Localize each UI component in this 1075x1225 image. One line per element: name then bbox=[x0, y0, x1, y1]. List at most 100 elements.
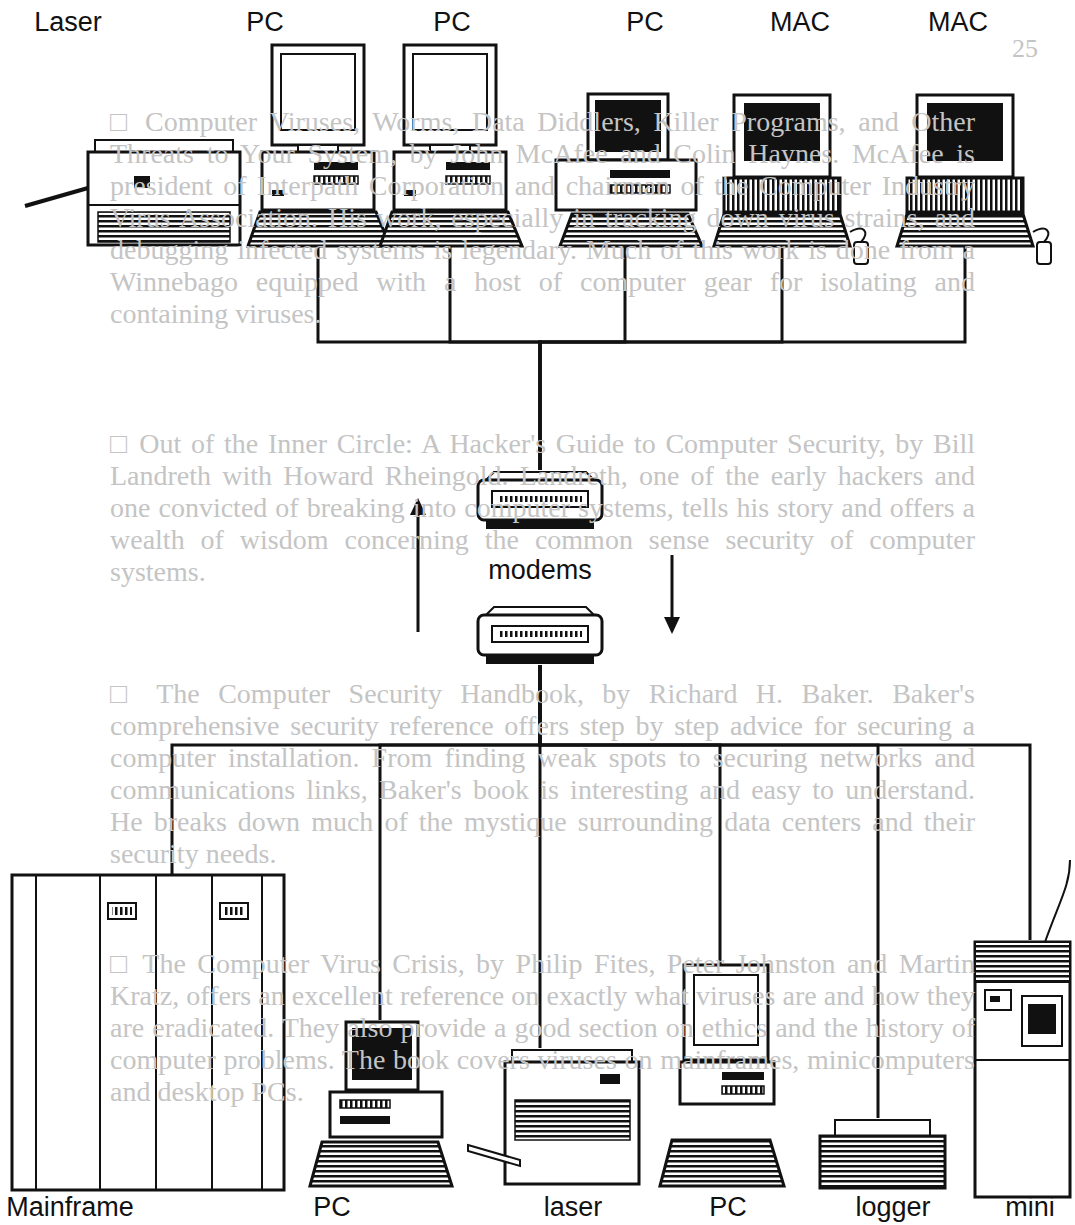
pc-icon bbox=[310, 1022, 452, 1186]
network-cable bbox=[540, 665, 878, 1118]
device-label: PC bbox=[246, 8, 284, 37]
pc-icon-part bbox=[684, 965, 768, 1060]
network-cable bbox=[540, 665, 720, 965]
mainframe-icon-part bbox=[211, 875, 213, 1190]
mainframe-icon-part bbox=[35, 875, 37, 1190]
mainframe-icon-part bbox=[224, 907, 244, 915]
pc-icon-part bbox=[722, 1086, 764, 1094]
device-label: MAC bbox=[770, 8, 830, 37]
modem-pair: modems bbox=[400, 470, 690, 665]
mac-icon bbox=[714, 95, 868, 264]
pc-station: PC bbox=[655, 965, 787, 1222]
modem-arrows-part bbox=[417, 512, 420, 632]
pc-icon-part bbox=[588, 94, 668, 160]
device-label: Mainframe bbox=[6, 1193, 134, 1222]
pc-icon-part bbox=[722, 1072, 764, 1080]
pc-icon-part bbox=[660, 1140, 784, 1186]
pc-icon-part bbox=[340, 1116, 390, 1124]
network-cable bbox=[540, 245, 965, 470]
pc-icon-part bbox=[340, 1100, 390, 1108]
pc-icon-part bbox=[556, 160, 696, 210]
mac-station: MAC bbox=[712, 5, 877, 245]
pc-station: PC bbox=[550, 5, 705, 245]
pc-icon-part bbox=[310, 1142, 452, 1186]
device-label: Laser bbox=[34, 8, 102, 37]
laser-printer-top-part bbox=[98, 212, 230, 242]
laser-printer-top-part bbox=[25, 188, 88, 206]
pc-station: PC bbox=[245, 5, 400, 245]
page-number: 25 bbox=[1012, 33, 1068, 65]
minicomputer-icon bbox=[975, 860, 1070, 1197]
laser-printer: laser bbox=[466, 1048, 644, 1222]
modem-arrows bbox=[410, 498, 680, 634]
network-cable bbox=[540, 665, 1030, 940]
minicomputer-icon-part bbox=[1045, 860, 1070, 942]
faint-paragraph: □ The Computer Security Handbook, by Ric… bbox=[110, 678, 975, 870]
pc-icon bbox=[556, 94, 702, 246]
pc-icon-part bbox=[595, 100, 661, 152]
laser-printer-top bbox=[25, 140, 240, 245]
pc-icon-part bbox=[330, 1092, 442, 1137]
pc-icon bbox=[248, 45, 390, 246]
pc-icon-part bbox=[560, 214, 702, 246]
device-label: PC bbox=[709, 1193, 747, 1222]
mainframe-icon-part bbox=[108, 903, 136, 919]
mainframe-icon-part bbox=[261, 875, 263, 1190]
pc-icon-part bbox=[352, 1028, 412, 1080]
minicomputer-icon-part bbox=[1028, 1004, 1056, 1034]
mainframe-icon-part bbox=[12, 875, 284, 1190]
modem-arrows-part bbox=[671, 555, 674, 620]
laser-printer-bottom-part bbox=[505, 1062, 639, 1184]
device-label: mini bbox=[1005, 1193, 1055, 1222]
pc-icon-part bbox=[694, 975, 758, 1045]
modem-arrows-part bbox=[664, 617, 680, 634]
laser-printer-top-part bbox=[134, 176, 150, 188]
device-label: PC bbox=[433, 8, 471, 37]
network-cable bbox=[172, 665, 540, 875]
pc-icon-part bbox=[680, 1062, 774, 1104]
modem-icon bbox=[478, 607, 602, 664]
modem-arrows-part bbox=[410, 498, 426, 515]
laser-printer-bottom-part bbox=[468, 1145, 520, 1166]
logger-icon bbox=[820, 1120, 945, 1188]
pc-icon bbox=[660, 965, 784, 1186]
network-cable bbox=[380, 665, 540, 1020]
modem-icon bbox=[478, 472, 602, 529]
network-cable bbox=[540, 245, 782, 470]
pc-icon-part bbox=[610, 170, 670, 178]
device-label: laser bbox=[544, 1193, 603, 1222]
logger: logger bbox=[815, 1118, 950, 1222]
laser-printer-top-part bbox=[88, 152, 240, 245]
faint-paragraph: □ Computer Viruses, Worms, Data Diddlers… bbox=[110, 106, 975, 330]
faint-paragraph: □ The Computer Virus Crisis, by Philip F… bbox=[110, 948, 975, 1108]
pc-icon-part bbox=[610, 185, 670, 193]
device-label: modems bbox=[488, 556, 592, 585]
mainframe-icon-part bbox=[220, 903, 248, 919]
laser-printer-top-part bbox=[88, 204, 240, 206]
mainframe-icon-part bbox=[155, 875, 157, 1190]
mainframe: Mainframe bbox=[5, 875, 290, 1222]
pc-station: PC bbox=[305, 1020, 455, 1222]
faint-paragraph: □ Out of the Inner Circle: A Hacker's Gu… bbox=[110, 428, 975, 588]
pc-icon-part bbox=[346, 1022, 418, 1090]
device-label: MAC bbox=[928, 8, 988, 37]
laser-printer-bottom-part bbox=[600, 1074, 620, 1084]
mac-icon bbox=[897, 95, 1051, 264]
laser-printer-bottom bbox=[468, 1050, 639, 1184]
network-cable bbox=[318, 245, 540, 470]
mac-station: MAC bbox=[890, 5, 1070, 245]
mainframe-icon-part bbox=[99, 875, 101, 1190]
network-cable bbox=[450, 245, 540, 470]
pc-icon bbox=[380, 45, 522, 246]
network-cable bbox=[540, 245, 625, 470]
mainframe-icon-part bbox=[112, 907, 132, 915]
minicomputer-icon-part bbox=[990, 996, 1000, 1002]
mainframe-icon bbox=[12, 875, 284, 1190]
pc-station: PC bbox=[400, 5, 540, 245]
minicomputer-icon-part bbox=[985, 990, 1011, 1010]
device-label: PC bbox=[626, 8, 664, 37]
minicomputer-icon-part bbox=[975, 942, 1070, 982]
